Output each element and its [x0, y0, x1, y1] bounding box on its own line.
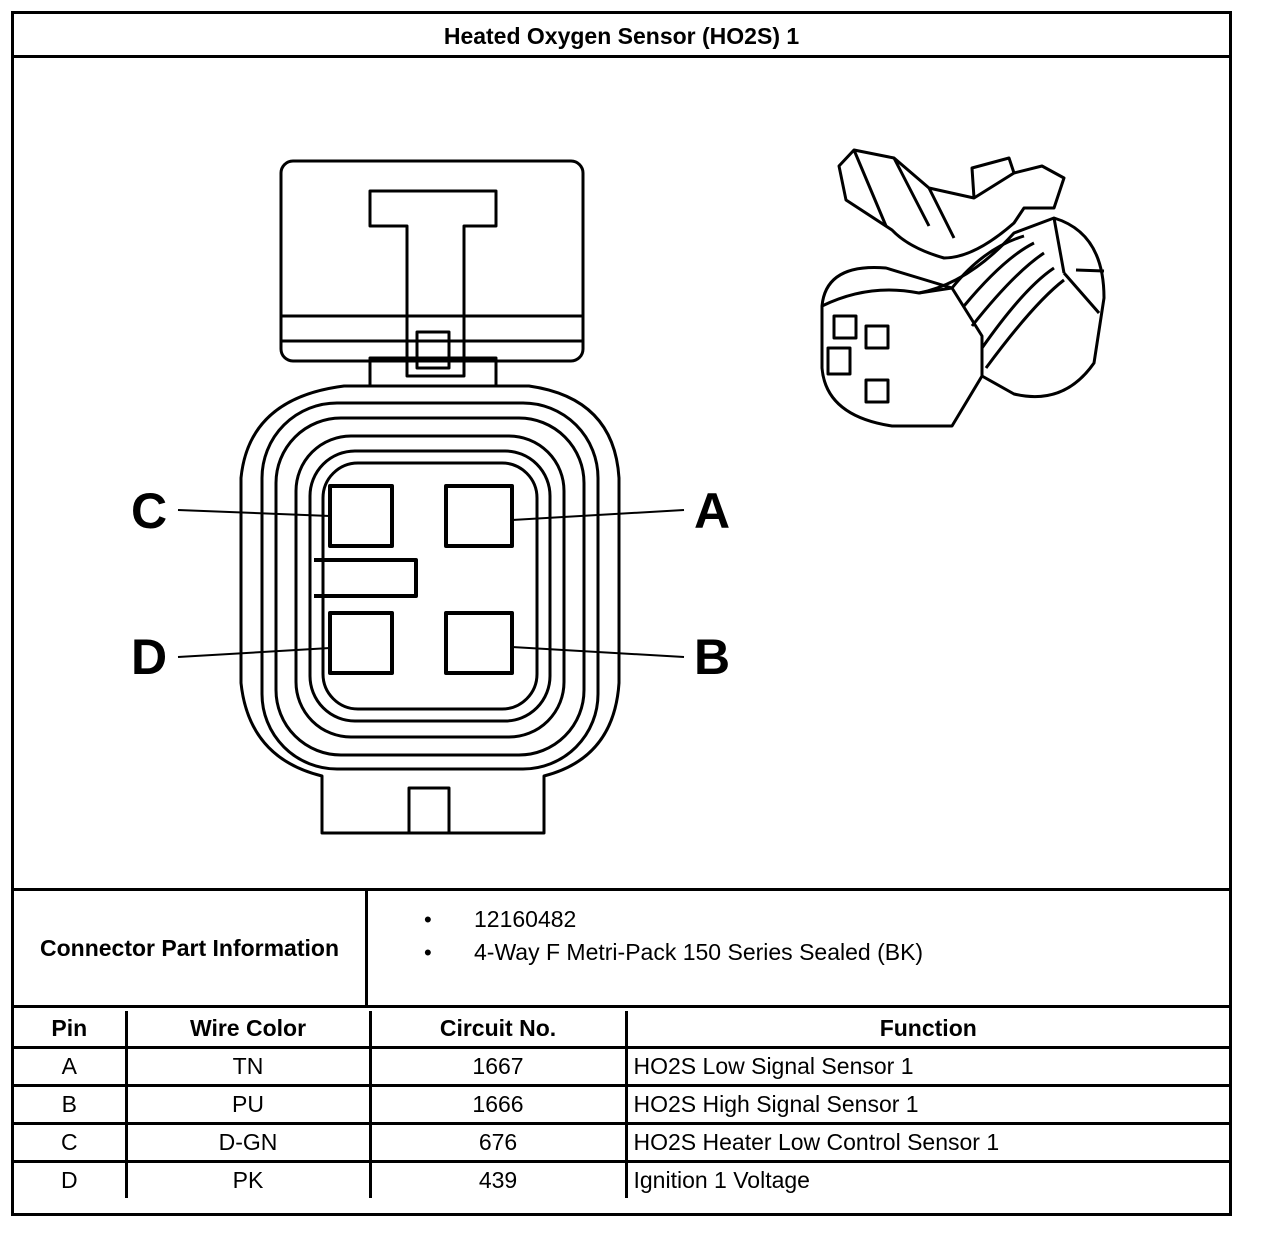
pin-table: Pin Wire Color Circuit No. Function A TN…: [14, 1011, 1229, 1198]
cell-function: HO2S Heater Low Control Sensor 1: [624, 1122, 1229, 1163]
cell-pin: C: [14, 1122, 128, 1163]
pin-label-a: A: [694, 483, 731, 539]
header-circuit-no: Circuit No.: [368, 1011, 628, 1049]
connector-body: [239, 384, 621, 835]
page-title: Heated Oxygen Sensor (HO2S) 1: [14, 14, 1229, 58]
cell-circuit-no: 439: [368, 1160, 628, 1198]
cell-circuit-no: 1666: [368, 1084, 628, 1125]
connector-diagram-frame: Heated Oxygen Sensor (HO2S) 1: [11, 11, 1232, 1216]
list-item: • 12160482: [368, 903, 1229, 936]
part-info-label: Connector Part Information: [14, 891, 368, 1005]
connector-latch: [279, 159, 585, 388]
pin-label-b: B: [694, 629, 731, 685]
part-description: 4-Way F Metri-Pack 150 Series Sealed (BK…: [474, 939, 924, 965]
table-row: A TN 1667 HO2S Low Signal Sensor 1: [14, 1046, 1229, 1087]
cavity-c: [328, 484, 394, 548]
header-wire-color: Wire Color: [124, 1011, 372, 1049]
connector-drawing-area: C A D B: [14, 58, 1229, 888]
cell-pin: A: [14, 1046, 128, 1087]
cell-function: HO2S High Signal Sensor 1: [624, 1084, 1229, 1125]
bullet: •: [424, 907, 432, 932]
cell-circuit-no: 676: [368, 1122, 628, 1163]
connector-part-info: Connector Part Information • 12160482 • …: [14, 888, 1229, 1008]
part-info-list: • 12160482 • 4-Way F Metri-Pack 150 Seri…: [368, 903, 1229, 969]
cell-function: HO2S Low Signal Sensor 1: [624, 1046, 1229, 1087]
header-pin: Pin: [14, 1011, 128, 1049]
header-function: Function: [624, 1011, 1229, 1049]
pin-label-d: D: [131, 629, 168, 685]
cavity-b: [444, 611, 514, 675]
cell-pin: D: [14, 1160, 128, 1198]
part-number: 12160482: [474, 906, 577, 932]
cell-function: Ignition 1 Voltage: [624, 1160, 1229, 1198]
cavity-a: [444, 484, 514, 548]
table-row: C D-GN 676 HO2S Heater Low Control Senso…: [14, 1122, 1229, 1163]
cavity-d: [328, 611, 394, 675]
table-row: D PK 439 Ignition 1 Voltage: [14, 1160, 1229, 1198]
list-item: • 4-Way F Metri-Pack 150 Series Sealed (…: [368, 936, 1229, 969]
pin-cavities: [314, 484, 514, 675]
cell-circuit-no: 1667: [368, 1046, 628, 1087]
cell-wire-color: PK: [124, 1160, 372, 1198]
bullet: •: [424, 940, 432, 965]
pin-label-c: C: [131, 483, 168, 539]
cell-wire-color: TN: [124, 1046, 372, 1087]
cell-wire-color: PU: [124, 1084, 372, 1125]
connector-3d-illustration: [820, 148, 1106, 428]
table-header-row: Pin Wire Color Circuit No. Function: [14, 1011, 1229, 1049]
connector-face-view: [177, 148, 1106, 835]
cell-pin: B: [14, 1084, 128, 1125]
cell-wire-color: D-GN: [124, 1122, 372, 1163]
pin-leader-lines: [177, 509, 685, 658]
table-row: B PU 1666 HO2S High Signal Sensor 1: [14, 1084, 1229, 1125]
